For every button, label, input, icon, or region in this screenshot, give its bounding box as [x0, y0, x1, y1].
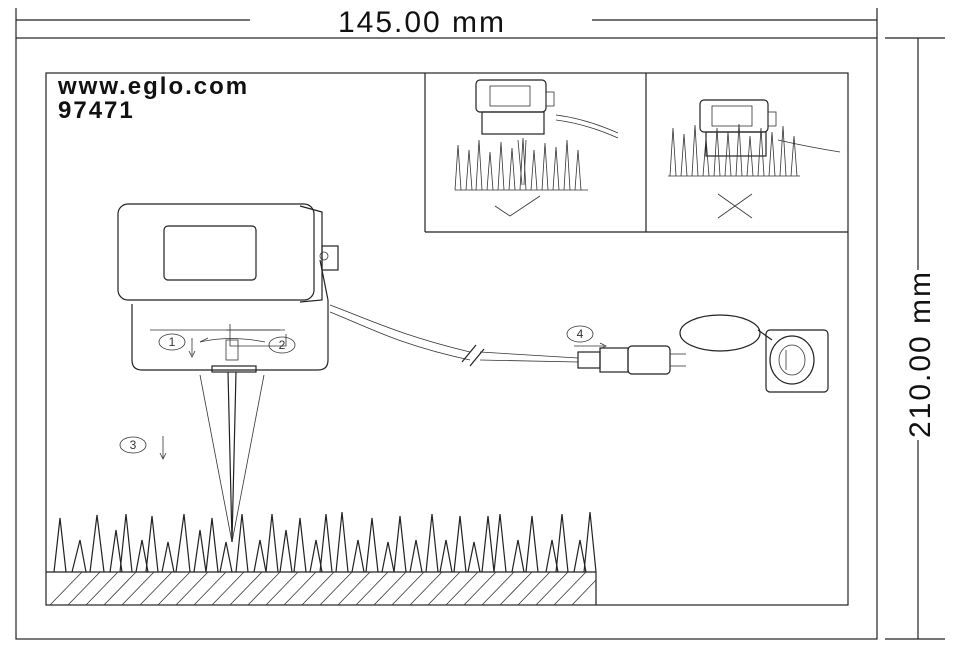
correct-mount-panel: [454, 79, 619, 217]
step-4-label: 4: [577, 327, 584, 341]
height-label: 210.00 mm: [904, 270, 937, 438]
width-label: 145.00 mm: [338, 6, 506, 39]
ground-spike: [199, 339, 265, 543]
wall-socket: [679, 314, 829, 393]
website-text: www.eglo.com: [57, 73, 249, 100]
height-dimension: 210.00 mm: [885, 37, 945, 640]
power-cable: [329, 304, 579, 367]
width-dimension: 145.00 mm: [15, 6, 878, 39]
step-4: 4: [566, 325, 607, 350]
flood-light: [117, 203, 339, 371]
step-3: 3: [119, 436, 167, 460]
step-2: 2: [199, 336, 296, 354]
step-2-label: 2: [279, 338, 286, 352]
article-number: 97471: [58, 97, 135, 124]
comparison-panels: [424, 73, 848, 233]
check-icon: [494, 195, 541, 217]
plug: [577, 345, 686, 375]
outer-frame: [15, 37, 878, 640]
inner-frame: [45, 72, 849, 606]
step-1: 1: [158, 333, 196, 358]
step-1-label: 1: [169, 335, 176, 349]
grass: [53, 511, 597, 573]
cross-icon: [717, 193, 753, 219]
ground: [46, 571, 597, 606]
incorrect-mount-panel: [668, 99, 841, 219]
step-3-label: 3: [130, 438, 137, 452]
